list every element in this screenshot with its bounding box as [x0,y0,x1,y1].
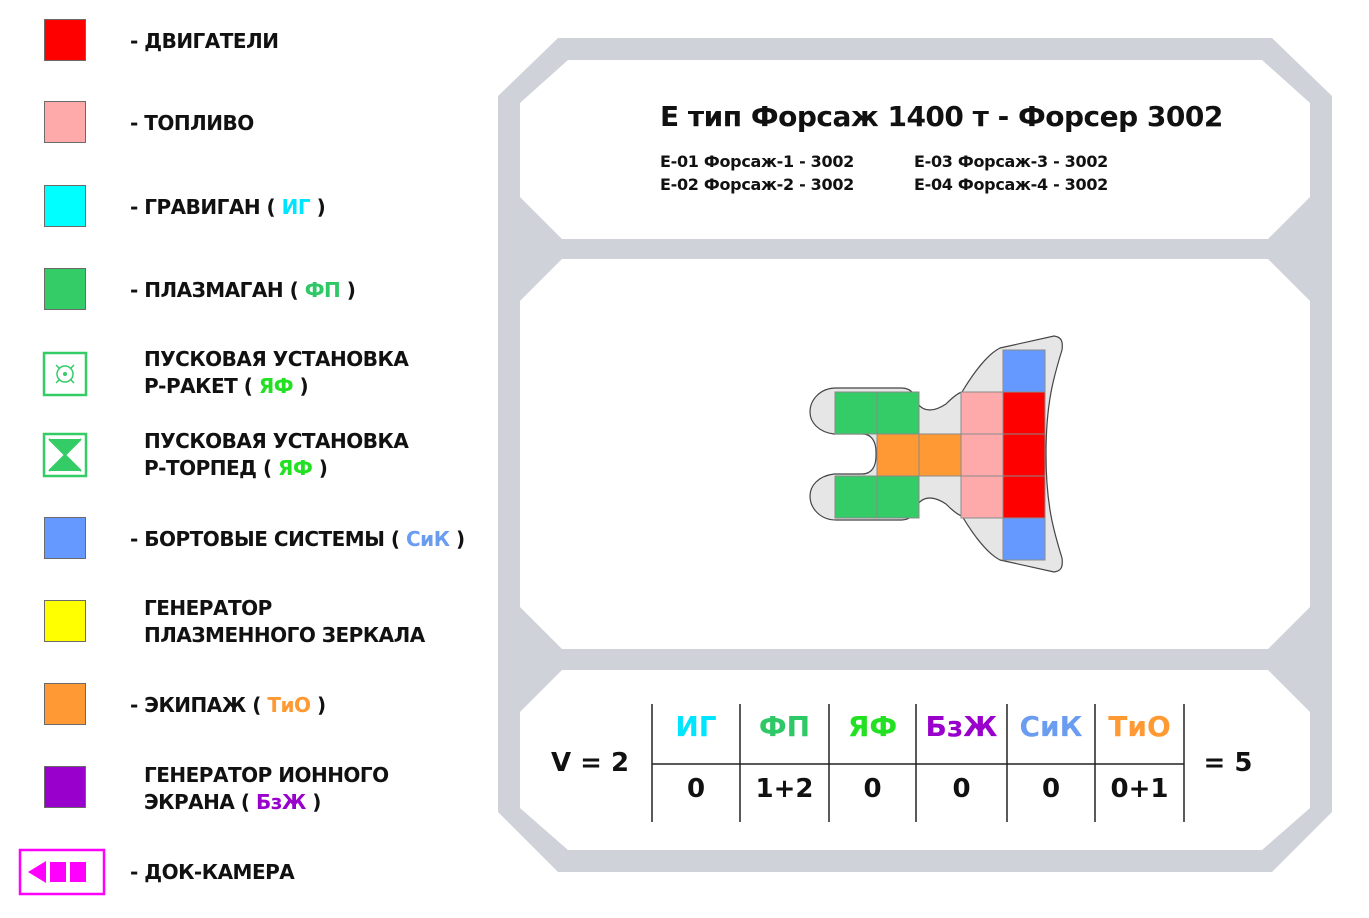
stats-value-tio: 0+1 [1110,774,1169,804]
legend-label-gravigun: - ГРАВИГАН ( ИГ ) [130,193,326,221]
gravigun-label-text: - ГРАВИГАН ( [130,195,276,219]
stats-value-sik: 0 [1041,774,1061,804]
legend-label-plasma-mirror-line1: ГЕНЕРАТОР [144,596,272,620]
legend-label-ion-screen-line1: ГЕНЕРАТОР ИОННОГО [144,763,389,787]
ship-variant-4: Е-04 Форсаж-4 - 3002 [914,175,1109,194]
legend-item-crew: - ЭКИПАЖ ( ТиО ) [0,682,480,752]
stats-header-tio: ТиО [1108,710,1171,743]
module-plasmagun [834,475,878,519]
legend-item-fuel: - ТОПЛИВО [0,100,480,170]
stats-value-bzzh: 0 [952,774,971,804]
rocket-launcher-code: ЯФ [258,374,294,398]
legend-label-onboard-systems: - БОРТОВЫЕ СИСТЕМЫ ( СиК ) [130,525,465,553]
onboard-systems-code: СиК [406,527,450,551]
stats-total: = 5 [1203,748,1253,778]
onboard-systems-label-text: - БОРТОВЫЕ СИСТЕМЫ ( [130,527,400,551]
legend-item-dock-chamber: - ДОК-КАМЕРА [0,848,480,918]
stats-header-ig: ИГ [675,710,717,743]
stats-table-grid [651,704,1185,822]
plasmagun-label-text: - ПЛАЗМАГАН ( [130,278,299,302]
plasmagun-label-suffix: ) [346,278,356,302]
module-crew [876,433,920,477]
rocket-launcher-label-text: Р-РАКЕТ ( [144,374,253,398]
gravigun-code: ИГ [281,195,311,219]
stats-value-yaf: 0 [863,774,882,804]
legend-item-ion-screen: ГЕНЕРАТОР ИОННОГО ЭКРАНА ( БзЖ ) [0,760,480,830]
engines-swatch [44,19,86,61]
legend-label-crew: - ЭКИПАЖ ( ТиО ) [130,691,326,719]
plasmagun-swatch [44,268,86,310]
module-fuel [960,475,1004,519]
stats-value-ig: 0 [686,774,706,804]
legend-label-dock-chamber: - ДОК-КАМЕРА [130,860,295,884]
crew-code: ТиО [267,693,311,717]
legend-item-plasmagun: - ПЛАЗМАГАН ( ФП ) [0,267,480,337]
module-fuel [960,391,1004,435]
stats-value-fp: 1+2 [755,774,814,804]
ship-variant-1: Е-01 Форсаж-1 - 3002 [660,152,855,171]
dock-chamber-icon [18,848,106,896]
plasmagun-code: ФП [304,278,341,302]
legend-label-ion-screen-line2: ЭКРАНА ( БзЖ ) [144,788,321,816]
legend-item-rocket-launcher: ПУСКОВАЯ УСТАНОВКА Р-РАКЕТ ( ЯФ ) [0,345,480,415]
onboard-systems-swatch [44,517,86,559]
legend-label-torpedo-launcher-line1: ПУСКОВАЯ УСТАНОВКА [144,429,409,453]
ship-modules [834,349,1046,561]
module-crew [918,433,962,477]
ship-variant-3: Е-03 Форсаж-3 - 3002 [914,152,1109,171]
module-engine [1002,433,1046,477]
fuel-swatch [44,101,86,143]
torpedo-launcher-label-suffix: ) [318,456,328,480]
module-onboard-systems [1002,349,1046,393]
module-plasmagun [876,391,920,435]
legend-item-torpedo-launcher: ПУСКОВАЯ УСТАНОВКА Р-ТОРПЕД ( ЯФ ) [0,427,480,497]
onboard-systems-label-suffix: ) [456,527,465,551]
stats-header-yaf: ЯФ [847,710,898,743]
ship-title: Е тип Форсаж 1400 т - Форсер 3002 [660,100,1223,133]
ion-screen-label-text: ЭКРАНА ( [144,790,250,814]
stats-v-label: V = 2 [550,748,630,778]
crew-label-suffix: ) [316,693,326,717]
stats-header-fp: ФП [758,710,811,743]
crew-swatch [44,683,86,725]
stats-header-bzzh: БзЖ [925,710,998,743]
title-panel [520,60,1310,239]
module-plasmagun [834,391,878,435]
gravigun-label-suffix: ) [316,195,326,219]
legend-label-torpedo-launcher-line2: Р-ТОРПЕД ( ЯФ ) [144,454,328,482]
ion-screen-swatch [44,766,86,808]
module-fuel [960,433,1004,477]
rocket-launcher-label-suffix: ) [299,374,309,398]
legend-label-engines: - ДВИГАТЕЛИ [130,29,279,53]
torpedo-launcher-icon [42,432,88,478]
legend-label-plasma-mirror-line2: ПЛАЗМЕННОГО ЗЕРКАЛА [144,623,425,647]
ion-screen-label-suffix: ) [312,790,321,814]
ion-screen-code: БзЖ [255,790,306,814]
legend-label-rocket-launcher-line1: ПУСКОВАЯ УСТАНОВКА [144,347,409,371]
gravigun-swatch [44,185,86,227]
module-plasmagun [876,475,920,519]
stats-header-sik: СиК [1019,710,1083,743]
torpedo-launcher-label-text: Р-ТОРПЕД ( [144,456,272,480]
rocket-launcher-icon [42,351,88,397]
plasma-mirror-swatch [44,600,86,642]
torpedo-launcher-code: ЯФ [278,456,313,480]
module-engine [1002,391,1046,435]
legend-label-rocket-launcher-line2: Р-РАКЕТ ( ЯФ ) [144,372,309,400]
stats-panel [520,670,1310,850]
legend-item-onboard-systems: - БОРТОВЫЕ СИСТЕМЫ ( СиК ) [0,516,480,586]
crew-label-text: - ЭКИПАЖ ( [130,693,261,717]
legend-label-fuel: - ТОПЛИВО [130,111,254,135]
ship-variant-2: Е-02 Форсаж-2 - 3002 [660,175,855,194]
module-onboard-systems [1002,517,1046,561]
ship-diagram [809,335,1063,573]
legend-item-engines: - ДВИГАТЕЛИ [0,18,480,88]
legend-item-gravigun: - ГРАВИГАН ( ИГ ) [0,184,480,254]
legend-label-plasmagun: - ПЛАЗМАГАН ( ФП ) [130,276,356,304]
legend-item-plasma-mirror: ГЕНЕРАТОР ПЛАЗМЕННОГО ЗЕРКАЛА [0,592,480,662]
module-engine [1002,475,1046,519]
